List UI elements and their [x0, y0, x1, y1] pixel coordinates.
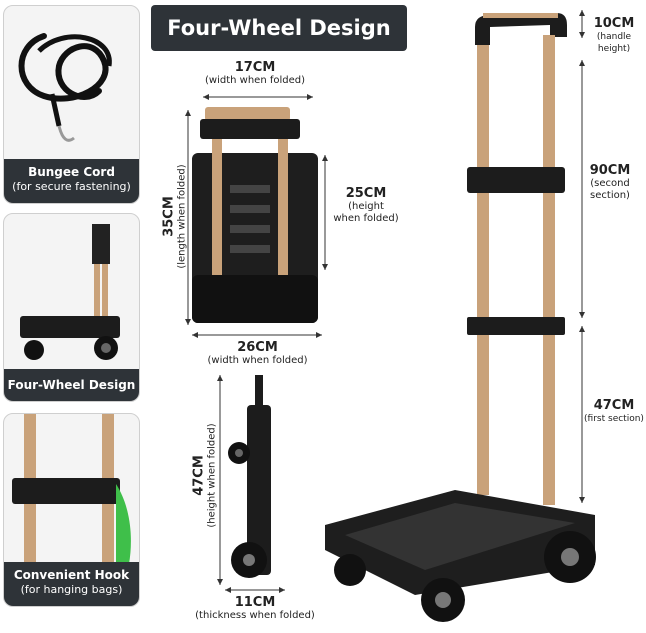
- bungee-cord-illustration: [18, 33, 112, 142]
- dim-height47-folded: 47CM (height when folded): [191, 423, 218, 528]
- width-top-arrow: [203, 94, 313, 100]
- page-title: Four-Wheel Design: [151, 5, 407, 51]
- extended-cart-illustration: [325, 13, 596, 622]
- feature-card-bungee-cord: Bungee Cord (for secure fastening): [3, 5, 140, 204]
- caption-subtitle: (for secure fastening): [12, 180, 131, 193]
- dim-width-top: 17CM (width when folded): [205, 60, 305, 86]
- caption-title: Four-Wheel Design: [7, 377, 136, 392]
- bungee-cord-caption: Bungee Cord (for secure fastening): [4, 159, 139, 203]
- caption-subtitle: (for hanging bags): [20, 583, 123, 596]
- height25-arrow: [322, 155, 328, 270]
- hook-image: [4, 414, 139, 564]
- dim-width-bottom: 26CM (width when folded): [207, 340, 308, 366]
- dim-thickness: 11CM (thickness when folded): [195, 595, 315, 621]
- feature-card-four-wheel: Four-Wheel Design: [3, 213, 140, 402]
- dim-handle: 10CM (handle height): [593, 16, 635, 54]
- caption-title: Bungee Cord: [28, 165, 115, 179]
- mini-cart-illustration: [20, 224, 120, 360]
- dim-height25: 25CM (height when folded): [333, 186, 399, 224]
- folded-cart-side-illustration: [228, 375, 271, 578]
- length-arrow: [185, 110, 191, 325]
- bungee-cord-image: [4, 6, 139, 156]
- hook-illustration: [12, 414, 131, 564]
- four-wheel-image: [4, 214, 139, 369]
- folded-cart-front-illustration: [192, 107, 318, 323]
- feature-card-hook: Convenient Hook (for hanging bags): [3, 413, 140, 607]
- right-dimension-arrows: [579, 10, 585, 503]
- dim-length: 35CM (length when folded): [161, 164, 188, 269]
- height47-arrow: [217, 375, 223, 585]
- thickness-arrow: [225, 587, 285, 593]
- width-bottom-arrow: [192, 332, 322, 338]
- hook-caption: Convenient Hook (for hanging bags): [4, 562, 139, 606]
- dim-second-section: 90CM (second section): [589, 163, 631, 201]
- dim-first-section: 47CM (first section): [584, 398, 644, 424]
- four-wheel-caption: Four-Wheel Design: [4, 369, 139, 401]
- caption-title: Convenient Hook: [13, 568, 130, 582]
